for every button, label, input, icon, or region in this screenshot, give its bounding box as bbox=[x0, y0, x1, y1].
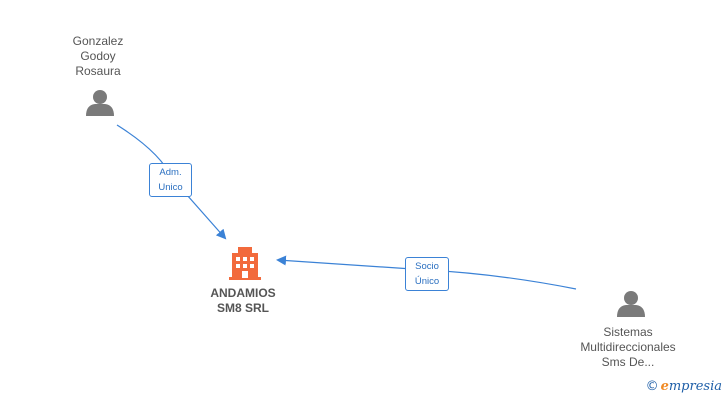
person-icon[interactable] bbox=[86, 90, 114, 116]
person-icon[interactable] bbox=[617, 291, 645, 317]
brand-name: mpresia bbox=[668, 379, 722, 394]
person-name-sistemas[interactable]: Sistemas Multidireccionales Sms De... bbox=[580, 325, 676, 369]
brand-initial: e bbox=[660, 379, 669, 394]
building-icon[interactable] bbox=[229, 247, 261, 280]
company-name[interactable]: ANDAMIOS SM8 SRL bbox=[210, 286, 276, 315]
edge-label-socio-unico: Socio Único bbox=[405, 257, 449, 291]
edge-label-adm-unico: Adm. Unico bbox=[149, 163, 192, 197]
copyright-icon: © bbox=[645, 379, 659, 394]
person-name-gonzalez[interactable]: Gonzalez Godoy Rosaura bbox=[72, 34, 124, 78]
empresia-logo: ©empresia bbox=[646, 379, 722, 394]
